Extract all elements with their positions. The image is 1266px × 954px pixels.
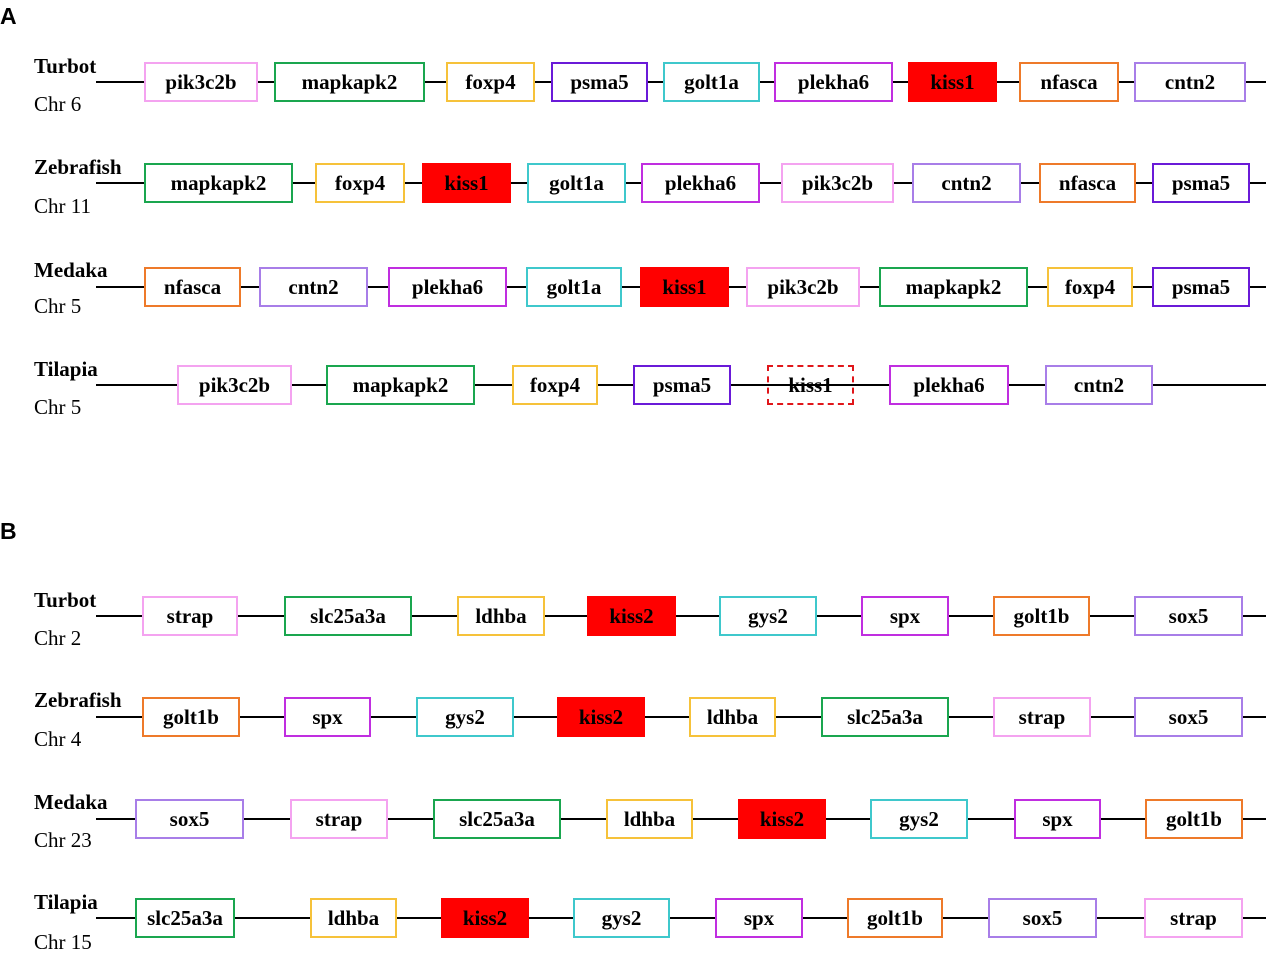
gene-box-pik3c2b: pik3c2b — [177, 365, 292, 405]
chromosome-label: Chr 5 — [34, 294, 82, 318]
gene-box-nfasca: nfasca — [144, 267, 241, 307]
gene-box-foxp4: foxp4 — [446, 62, 535, 102]
gene-box-ldhba: ldhba — [689, 697, 776, 737]
gene-box-sox5: sox5 — [1134, 596, 1243, 636]
gene-box-mapkapk2: mapkapk2 — [144, 163, 293, 203]
species-label: Zebrafish — [34, 155, 122, 179]
gene-box-spx: spx — [284, 697, 371, 737]
gene-box-nfasca: nfasca — [1019, 62, 1119, 102]
gene-box-kiss1: kiss1 — [640, 267, 729, 307]
gene-box-golt1a: golt1a — [663, 62, 760, 102]
gene-box-cntn2: cntn2 — [1134, 62, 1246, 102]
gene-box-pik3c2b: pik3c2b — [781, 163, 894, 203]
gene-box-slc25a3a: slc25a3a — [135, 898, 235, 938]
gene-box-strap: strap — [142, 596, 238, 636]
gene-box-pik3c2b: pik3c2b — [746, 267, 860, 307]
gene-box-kiss1: kiss1 — [422, 163, 511, 203]
gene-box-cntn2: cntn2 — [1045, 365, 1153, 405]
chromosome-line — [96, 615, 1266, 617]
gene-box-ldhba: ldhba — [310, 898, 397, 938]
species-label: Zebrafish — [34, 688, 122, 712]
gene-box-mapkapk2: mapkapk2 — [274, 62, 425, 102]
gene-box-kiss2: kiss2 — [587, 596, 676, 636]
chromosome-line-through — [767, 384, 854, 386]
chromosome-label: Chr 23 — [34, 828, 92, 852]
gene-box-slc25a3a: slc25a3a — [433, 799, 561, 839]
gene-box-ldhba: ldhba — [457, 596, 545, 636]
gene-box-strap: strap — [290, 799, 388, 839]
species-label: Tilapia — [34, 890, 98, 914]
panel-label: A — [0, 3, 17, 29]
gene-box-sox5: sox5 — [1134, 697, 1243, 737]
gene-box-spx: spx — [715, 898, 803, 938]
chromosome-line — [96, 917, 1266, 919]
gene-box-golt1b: golt1b — [847, 898, 943, 938]
gene-box-foxp4: foxp4 — [315, 163, 405, 203]
gene-box-golt1a: golt1a — [526, 267, 622, 307]
gene-box-golt1b: golt1b — [1145, 799, 1243, 839]
panel-label: B — [0, 518, 17, 544]
chromosome-label: Chr 11 — [34, 194, 91, 218]
gene-box-foxp4: foxp4 — [512, 365, 598, 405]
gene-box-kiss1: kiss1 — [908, 62, 997, 102]
gene-box-spx: spx — [1014, 799, 1101, 839]
species-label: Turbot — [34, 588, 97, 612]
gene-box-golt1a: golt1a — [527, 163, 626, 203]
gene-box-plekha6: plekha6 — [388, 267, 507, 307]
gene-box-plekha6: plekha6 — [774, 62, 893, 102]
gene-box-foxp4: foxp4 — [1047, 267, 1133, 307]
gene-box-sox5: sox5 — [988, 898, 1097, 938]
gene-box-gys2: gys2 — [416, 697, 514, 737]
gene-box-kiss2: kiss2 — [557, 697, 645, 737]
gene-box-golt1b: golt1b — [993, 596, 1090, 636]
gene-box-kiss2: kiss2 — [738, 799, 826, 839]
gene-box-sox5: sox5 — [135, 799, 244, 839]
gene-box-psma5: psma5 — [1152, 267, 1250, 307]
gene-box-nfasca: nfasca — [1039, 163, 1136, 203]
gene-box-golt1b: golt1b — [142, 697, 240, 737]
gene-box-plekha6: plekha6 — [641, 163, 760, 203]
gene-box-ldhba: ldhba — [606, 799, 693, 839]
gene-box-psma5: psma5 — [1152, 163, 1250, 203]
chromosome-label: Chr 4 — [34, 727, 82, 751]
gene-box-strap: strap — [1144, 898, 1243, 938]
gene-box-kiss1-missing: kiss1 — [767, 365, 854, 405]
gene-box-slc25a3a: slc25a3a — [284, 596, 412, 636]
gene-box-pik3c2b: pik3c2b — [144, 62, 258, 102]
chromosome-label: Chr 2 — [34, 626, 82, 650]
chromosome-line — [96, 716, 1266, 718]
gene-box-gys2: gys2 — [719, 596, 817, 636]
gene-box-gys2: gys2 — [870, 799, 968, 839]
gene-box-kiss2: kiss2 — [441, 898, 529, 938]
chromosome-label: Chr 15 — [34, 930, 92, 954]
gene-box-mapkapk2: mapkapk2 — [879, 267, 1028, 307]
gene-box-strap: strap — [993, 697, 1091, 737]
gene-box-cntn2: cntn2 — [912, 163, 1021, 203]
gene-box-gys2: gys2 — [573, 898, 670, 938]
species-label: Medaka — [34, 258, 108, 282]
gene-box-spx: spx — [861, 596, 949, 636]
species-label: Turbot — [34, 54, 97, 78]
gene-box-psma5: psma5 — [633, 365, 731, 405]
species-label: Medaka — [34, 790, 108, 814]
gene-box-plekha6: plekha6 — [889, 365, 1009, 405]
chromosome-label: Chr 5 — [34, 395, 82, 419]
gene-box-cntn2: cntn2 — [259, 267, 368, 307]
gene-box-mapkapk2: mapkapk2 — [326, 365, 475, 405]
chromosome-label: Chr 6 — [34, 92, 82, 116]
gene-box-psma5: psma5 — [551, 62, 648, 102]
gene-box-slc25a3a: slc25a3a — [821, 697, 949, 737]
species-label: Tilapia — [34, 357, 98, 381]
